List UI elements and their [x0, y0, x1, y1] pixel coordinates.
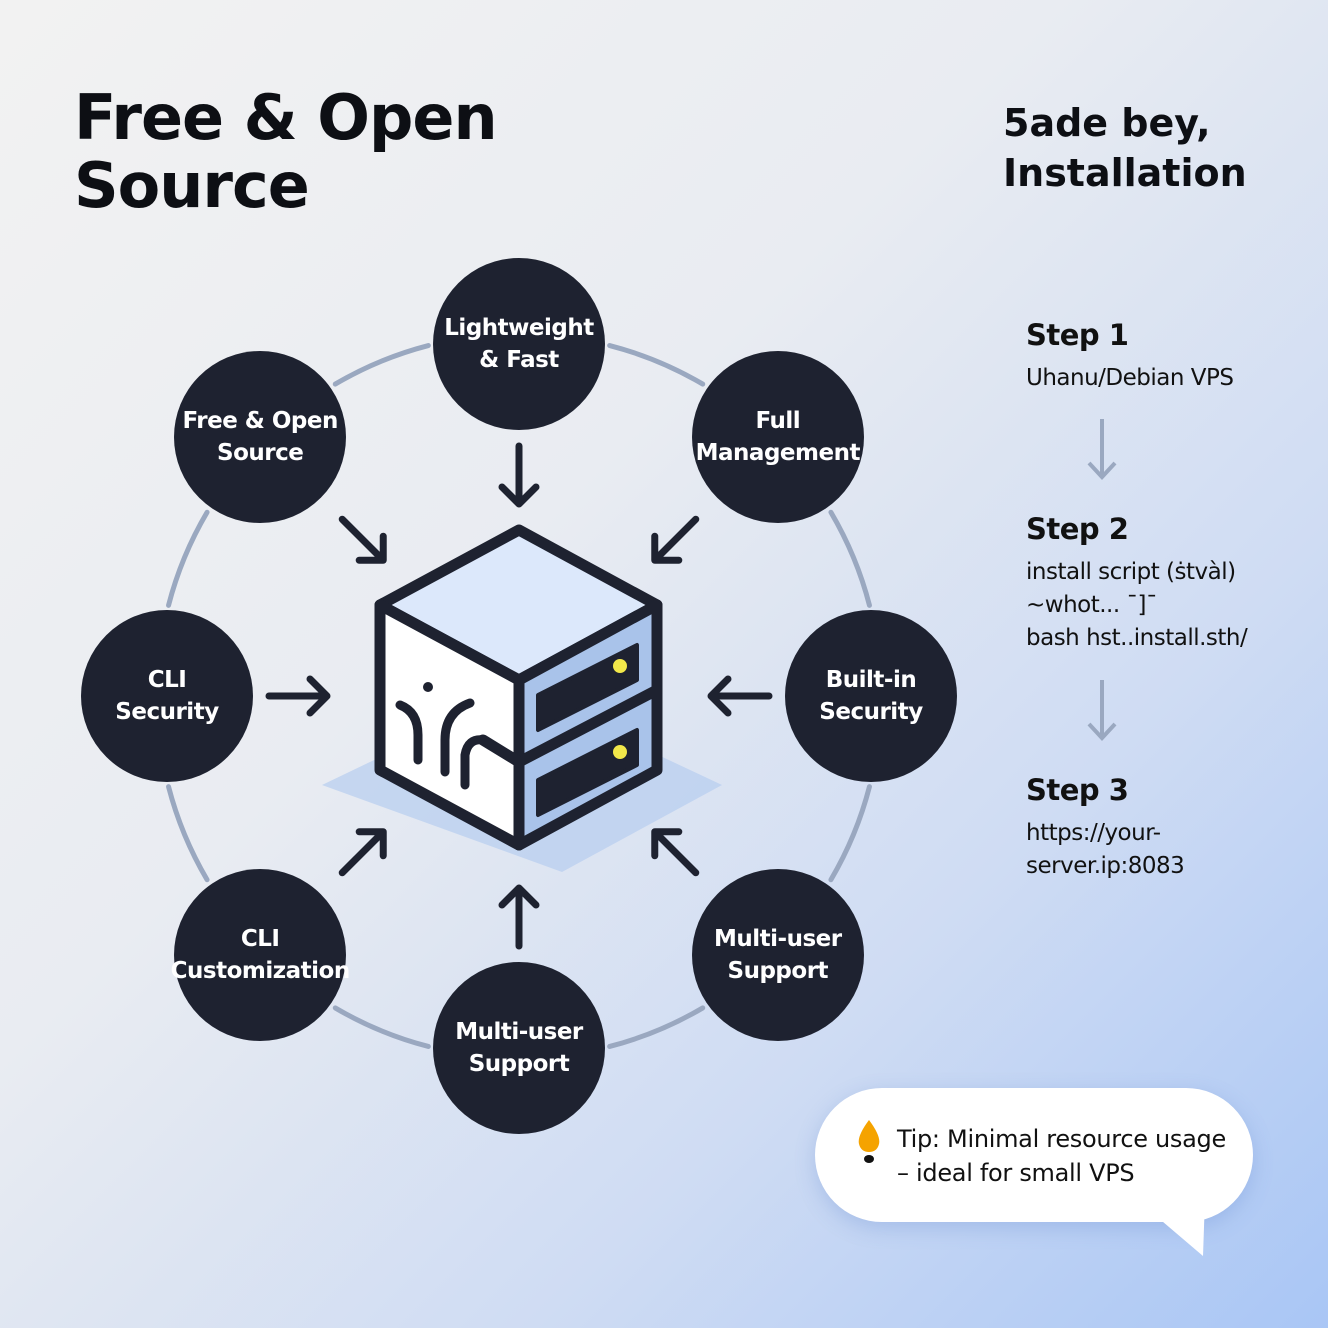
tip-text: Tip: Minimal resource usage – ideal for …	[897, 1125, 1226, 1187]
page-title: Free & Open Source	[74, 81, 498, 222]
arrow-down-icon	[1087, 419, 1117, 480]
arrow-icon	[338, 828, 387, 877]
feature-node-multi-user-support: Multi-user Support	[691, 868, 864, 1041]
lightbulb-icon	[858, 1120, 880, 1163]
feature-label: CLI Customization	[170, 925, 351, 984]
feature-label: Free & Open Source	[182, 408, 339, 467]
connector-arc	[166, 784, 210, 883]
feature-node-multi-user-support-bottom: Multi-user Support	[433, 962, 605, 1134]
connector-arc	[166, 509, 210, 608]
step-3: Step 3 https://your- server.ip:8083	[1026, 773, 1185, 883]
feature-label: Full Management	[695, 408, 861, 467]
feature-node-cli-security: CLI Security	[81, 610, 253, 782]
arrow-icon	[651, 515, 700, 564]
feature-node-built-in-security: Built-in Security	[785, 610, 957, 782]
step-text: install script (ṡtvàl) ~whot... ˉ]ˉ bash…	[1026, 559, 1248, 651]
server-icon	[322, 524, 722, 872]
tip-bubble: Tip: Minimal resource usage – ideal for …	[815, 1088, 1253, 1256]
feature-label: Lightweight & Fast	[444, 315, 594, 373]
feature-label: Built-in Security	[819, 667, 923, 725]
feature-label: Multi-user Support	[714, 925, 842, 984]
feature-node-free-open-source: Free & Open Source	[174, 351, 347, 524]
connector-arc	[607, 1005, 706, 1049]
installation-title: 5ade bey, Installation	[1003, 101, 1247, 195]
bubble-tail	[1135, 1198, 1205, 1256]
connector-arc	[607, 343, 706, 387]
step-1: Step 1 Uhanu/Debian VPS	[1026, 318, 1234, 395]
step-text: Uhanu/Debian VPS	[1026, 365, 1234, 391]
step-2: Step 2 install script (ṡtvàl) ~whot... ˉ…	[1026, 512, 1248, 655]
connector-arc	[332, 343, 431, 387]
arrow-icon	[498, 884, 540, 950]
step-label: Step 3	[1026, 773, 1129, 807]
step-label: Step 2	[1026, 512, 1129, 546]
arrow-icon	[498, 442, 540, 508]
connector-arc	[332, 1005, 431, 1049]
connector-arc	[828, 509, 872, 608]
feature-node-lightweight-fast: Lightweight & Fast	[433, 258, 605, 430]
feature-label: CLI Security	[115, 667, 219, 725]
arrow-down-icon	[1087, 680, 1117, 741]
arrow-icon	[338, 515, 387, 564]
feature-node-full-management: Full Management	[691, 351, 864, 524]
feature-node-cli-customization: CLI Customization	[171, 868, 350, 1041]
feature-label: Multi-user Support	[455, 1019, 583, 1077]
arrow-icon	[707, 675, 773, 717]
arrow-icon	[265, 675, 331, 717]
connector-arc	[828, 784, 872, 883]
arrow-icon	[651, 828, 700, 877]
step-text: https://your- server.ip:8083	[1026, 820, 1185, 879]
step-label: Step 1	[1026, 318, 1129, 352]
